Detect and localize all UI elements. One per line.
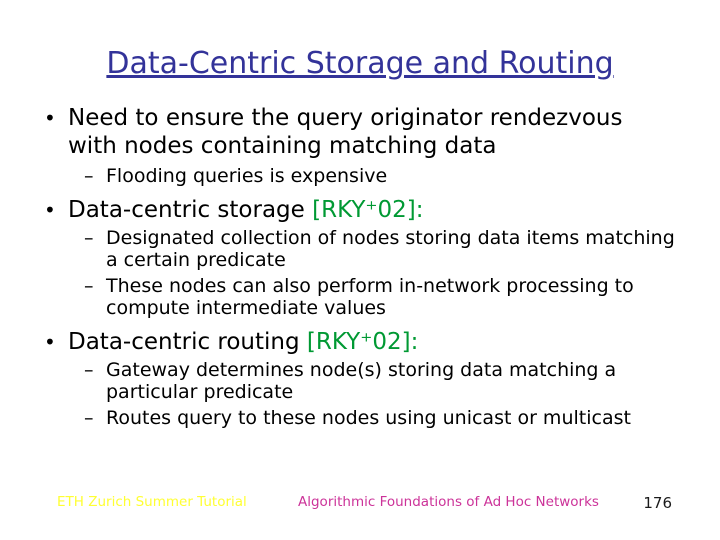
- bullet-item: • Data-centric storage [RKY⁺02]:: [44, 196, 680, 224]
- bullet-item: • Data-centric routing [RKY⁺02]:: [44, 328, 680, 356]
- slide-footer: ETH Zurich Summer Tutorial Algorithmic F…: [0, 494, 720, 516]
- bullet-icon: •: [44, 106, 56, 130]
- sub-bullet-item: – Flooding queries is expensive: [84, 165, 680, 187]
- sub-bullet-group: – Flooding queries is expensive: [44, 165, 680, 187]
- sub-bullet-group: – Designated collection of nodes storing…: [44, 227, 680, 319]
- sub-bullet-text: Flooding queries is expensive: [106, 165, 388, 187]
- sub-bullet-item: – Gateway determines node(s) storing dat…: [84, 359, 680, 403]
- bullet-main-text: Data-centric routing: [68, 329, 300, 355]
- sub-bullet-group: – Gateway determines node(s) storing dat…: [44, 359, 680, 429]
- dash-icon: –: [84, 359, 94, 381]
- sub-bullet-text: These nodes can also perform in-network …: [106, 275, 634, 319]
- bullet-text: Need to ensure the query originator rend…: [68, 104, 676, 160]
- citation-text: [RKY⁺02]:: [312, 197, 424, 223]
- sub-bullet-text: Routes query to these nodes using unicas…: [106, 407, 631, 429]
- bullet-main-text: Data-centric storage: [68, 197, 305, 223]
- sub-bullet-item: – Designated collection of nodes storing…: [84, 227, 680, 271]
- citation-text: [RKY⁺02]:: [306, 329, 419, 355]
- dash-icon: –: [84, 407, 94, 429]
- sub-bullet-item: – Routes query to these nodes using unic…: [84, 407, 680, 429]
- bullet-text: Data-centric storage [RKY⁺02]:: [68, 196, 676, 224]
- dash-icon: –: [84, 275, 94, 297]
- sub-bullet-item: – These nodes can also perform in-networ…: [84, 275, 680, 319]
- page-number: 176: [643, 494, 672, 512]
- sub-bullet-text: Gateway determines node(s) storing data …: [106, 359, 617, 403]
- dash-icon: –: [84, 165, 94, 187]
- slide-title: Data-Centric Storage and Routing: [106, 46, 614, 81]
- bullet-main-text: Need to ensure the query originator rend…: [68, 105, 623, 159]
- footer-center-text: Algorithmic Foundations of Ad Hoc Networ…: [298, 494, 599, 510]
- bullet-icon: •: [44, 198, 56, 222]
- footer-left-text: ETH Zurich Summer Tutorial: [57, 494, 247, 510]
- sub-bullet-text: Designated collection of nodes storing d…: [106, 227, 675, 271]
- slide-body: • Need to ensure the query originator re…: [44, 104, 680, 433]
- dash-icon: –: [84, 227, 94, 249]
- bullet-text: Data-centric routing [RKY⁺02]:: [68, 328, 676, 356]
- bullet-icon: •: [44, 330, 56, 354]
- bullet-item: • Need to ensure the query originator re…: [44, 104, 680, 160]
